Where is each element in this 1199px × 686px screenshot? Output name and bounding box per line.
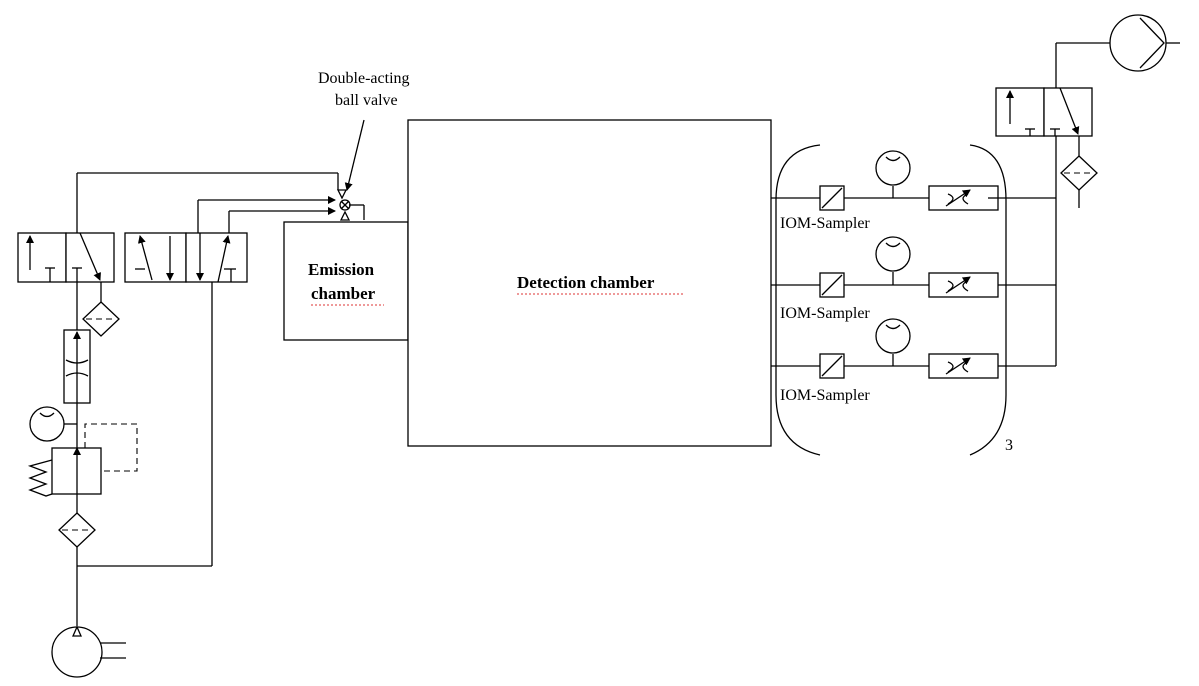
ball-valve-label: ball valve: [335, 92, 398, 109]
sampler-label: IOM-Sampler: [780, 215, 870, 232]
emission-chamber-label: chamber: [311, 284, 376, 303]
detection-chamber: [407, 119, 772, 447]
sampler-label: IOM-Sampler: [780, 387, 870, 404]
sampler-branch: [771, 236, 1056, 298]
vacuum-pump-icon: [1055, 14, 1180, 88]
filter-icon: [82, 282, 120, 337]
compressor-icon: [51, 625, 126, 678]
sampler-label: IOM-Sampler: [780, 305, 870, 322]
directional-valve-5-2: [124, 196, 336, 283]
detection-chamber-label: Detection chamber: [517, 273, 655, 292]
filter-icon: [1060, 136, 1098, 208]
bracket: [775, 144, 1007, 456]
pressure-gauge-icon: [29, 406, 77, 442]
bracket-count: 3: [1005, 437, 1013, 454]
directional-valve-3-2-left: [17, 172, 339, 283]
pressure-regulator-icon: [27, 423, 138, 497]
sampler-branch: [771, 318, 1056, 379]
ball-valve-icon: [336, 119, 365, 221]
filter-icon: [58, 512, 96, 548]
ball-valve-label: Double-acting: [318, 70, 410, 87]
emission-chamber: [283, 221, 409, 341]
sampler-branch: [771, 150, 1056, 211]
directional-valve-3-2-right: [995, 87, 1093, 137]
emission-chamber-label: Emission: [308, 260, 375, 279]
throttle-valve-icon: [63, 329, 91, 404]
